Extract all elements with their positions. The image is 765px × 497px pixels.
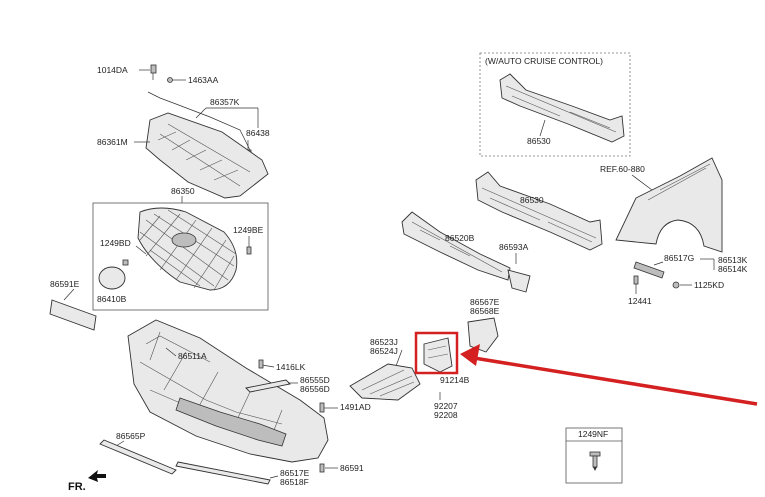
label-91214B: 91214B	[440, 375, 470, 385]
cruise-title: (W/AUTO CRUISE CONTROL)	[485, 56, 603, 66]
bolt-icon	[589, 451, 601, 471]
label-1491AD: 1491AD	[340, 402, 371, 412]
highlight-arrow-line	[473, 356, 758, 406]
label-86567E: 86567E	[470, 297, 500, 307]
label-92208: 92208	[434, 410, 458, 420]
bolt-icon	[319, 402, 325, 413]
label-86523J: 86523J	[370, 337, 398, 347]
label-86514K: 86514K	[718, 264, 748, 274]
label-86361M: 86361M	[97, 137, 128, 147]
license-plate-bracket	[49, 299, 97, 331]
front-fender	[615, 157, 723, 253]
front-direction-label: FR.	[68, 481, 86, 493]
label-86520B: 86520B	[445, 233, 475, 243]
label-86410B: 86410B	[97, 294, 127, 304]
grille-assembly-box	[92, 202, 269, 311]
lower-grille-strip	[99, 439, 177, 475]
label-86591: 86591	[340, 463, 364, 473]
label-86518F: 86518F	[280, 477, 309, 487]
label-1463AA: 1463AA	[188, 75, 219, 85]
bolt-icon	[258, 359, 264, 369]
bolt-icon	[246, 246, 252, 255]
label-1249BD: 1249BD	[100, 238, 131, 248]
arrow-icon	[460, 344, 480, 366]
label-1249BE: 1249BE	[233, 225, 264, 235]
label-86524J: 86524J	[370, 346, 398, 356]
bolt-icon	[150, 64, 157, 74]
bumper-beam	[475, 171, 603, 251]
label-1014DA: 1014DA	[97, 65, 128, 75]
label-86565P: 86565P	[116, 431, 146, 441]
bolt-icon	[672, 281, 680, 289]
bumper-beam-cruise	[499, 73, 625, 143]
label-86438: 86438	[246, 128, 270, 138]
highlight-box	[414, 331, 459, 375]
front-bumper-cover	[127, 319, 329, 463]
bolt-icon	[319, 463, 325, 473]
label-86555D: 86555D	[300, 375, 330, 385]
grille-upper-cover	[134, 64, 269, 199]
fog-lamp	[423, 337, 453, 373]
label-86530-top: 86530	[527, 136, 551, 146]
fog-lamp-cover	[349, 363, 421, 401]
emblem-cover	[98, 266, 126, 290]
label-86530: 86530	[520, 195, 544, 205]
label-86357K: 86357K	[210, 97, 240, 107]
arrow-icon	[88, 470, 106, 482]
cruise-control-box	[479, 52, 631, 157]
part-1249NF-box	[565, 427, 623, 484]
label-12441: 12441	[628, 296, 652, 306]
bracket-86567E	[467, 317, 499, 353]
lower-garnish-strip	[175, 461, 271, 485]
label-86513K: 86513K	[718, 255, 748, 265]
label-86568E: 86568E	[470, 306, 500, 316]
label-ref: REF.60-880	[600, 164, 645, 174]
bolt-icon	[167, 77, 173, 83]
label-1416LK: 1416LK	[276, 362, 306, 372]
label-86350: 86350	[171, 186, 195, 196]
garnish-strip	[245, 379, 291, 393]
label-86556D: 86556D	[300, 384, 330, 394]
label-86517G: 86517G	[664, 253, 694, 263]
bracket-86593A	[507, 269, 531, 293]
energy-absorber	[401, 211, 511, 281]
label-86593A: 86593A	[499, 242, 529, 252]
emblem	[171, 232, 197, 248]
bolt-icon	[633, 275, 639, 285]
label-86591E: 86591E	[50, 279, 80, 289]
side-bracket	[633, 261, 665, 279]
label-86511A: 86511A	[178, 351, 207, 361]
label-1249NF: 1249NF	[578, 429, 608, 439]
label-86517E: 86517E	[280, 468, 310, 478]
radiator-grille	[137, 207, 238, 291]
clip-icon	[122, 259, 129, 266]
label-1125KD: 1125KD	[694, 280, 724, 290]
label-92207: 92207	[434, 401, 458, 411]
